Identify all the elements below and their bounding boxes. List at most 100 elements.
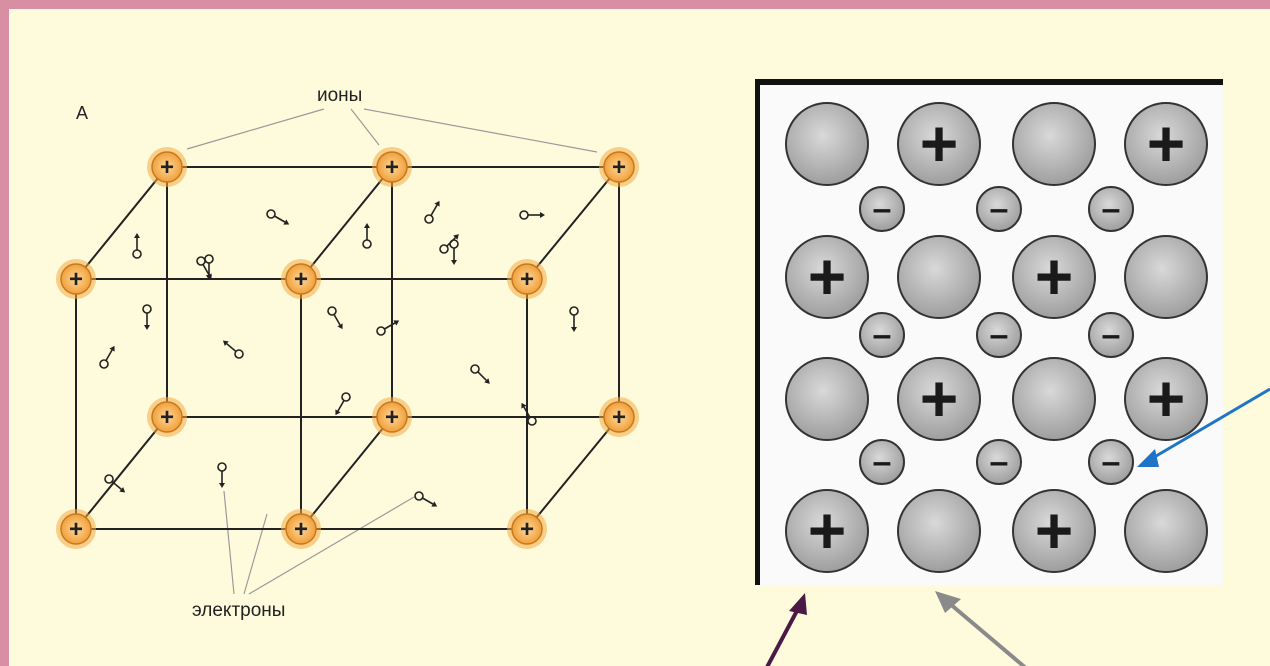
negative-ion-disc: – bbox=[1088, 186, 1134, 232]
blue-arrow bbox=[1150, 387, 1270, 461]
electron bbox=[519, 210, 545, 220]
positive-ion-disc: + bbox=[1124, 357, 1208, 441]
positive-ion: + bbox=[507, 509, 547, 549]
neutral-ion-disc bbox=[897, 489, 981, 573]
positive-ion: + bbox=[372, 397, 412, 437]
positive-ion: + bbox=[147, 397, 187, 437]
neutral-ion-disc bbox=[1012, 102, 1096, 186]
positive-ion-disc: + bbox=[1124, 102, 1208, 186]
free-electrons bbox=[99, 200, 579, 507]
electron bbox=[569, 306, 579, 332]
ionic-lattice-image: + + + + + + + + – – – – – – – – – bbox=[755, 79, 1223, 585]
positive-ion-disc: + bbox=[1012, 489, 1096, 573]
plus-sign: + bbox=[1147, 106, 1186, 180]
minus-sign: – bbox=[873, 316, 892, 354]
electron bbox=[521, 402, 537, 426]
minus-sign: – bbox=[1102, 316, 1121, 354]
large-ion-discs: + + + + + + + + bbox=[785, 102, 1208, 573]
electron bbox=[104, 474, 126, 493]
neutral-ion-disc bbox=[897, 235, 981, 319]
ion-sign: + bbox=[612, 404, 626, 431]
electron bbox=[222, 340, 244, 359]
negative-ion-disc: – bbox=[976, 312, 1022, 358]
electron bbox=[335, 392, 351, 416]
ion-sign: + bbox=[294, 516, 308, 543]
ionic-image-top-border bbox=[755, 79, 1223, 85]
electron bbox=[449, 239, 459, 265]
plus-sign: + bbox=[1035, 239, 1074, 313]
neutral-ion-disc bbox=[1124, 489, 1208, 573]
positive-ion: + bbox=[56, 259, 96, 299]
plus-sign: + bbox=[808, 239, 847, 313]
purple-arrow bbox=[765, 606, 801, 666]
lattice-edge bbox=[526, 416, 620, 530]
positive-ion: + bbox=[281, 259, 321, 299]
label-pointer-lines bbox=[186, 108, 598, 595]
panel-letter: А bbox=[76, 103, 88, 123]
minus-sign: – bbox=[1102, 190, 1121, 228]
lattice-edge bbox=[300, 166, 393, 280]
minus-sign: – bbox=[990, 443, 1009, 481]
positive-ion-disc: + bbox=[897, 102, 981, 186]
electron bbox=[362, 223, 372, 249]
electron bbox=[376, 320, 400, 336]
plus-sign: + bbox=[1147, 361, 1186, 435]
positive-ion: + bbox=[281, 509, 321, 549]
minus-sign: – bbox=[990, 190, 1009, 228]
positive-ion: + bbox=[147, 147, 187, 187]
plus-sign: + bbox=[920, 106, 959, 180]
gray-arrow-head bbox=[935, 591, 961, 613]
ions-label: ионы bbox=[317, 85, 362, 106]
slide-frame: А ионы электроны + + + + + + + + + + + + + + + + + + + + –… bbox=[9, 9, 1270, 666]
purple-arrow-head bbox=[789, 593, 807, 615]
electron bbox=[142, 304, 152, 330]
negative-ion-disc: – bbox=[859, 439, 905, 485]
ion-sign: + bbox=[160, 154, 174, 181]
ion-sign: + bbox=[160, 404, 174, 431]
negative-ion-disc: – bbox=[859, 312, 905, 358]
minus-sign: – bbox=[873, 443, 892, 481]
positive-ion-disc: + bbox=[897, 357, 981, 441]
plus-sign: + bbox=[808, 493, 847, 567]
ion-sign: + bbox=[69, 516, 83, 543]
metal-lattice-diagram: А ионы электроны + + + + + + + + + + + + bbox=[56, 85, 639, 621]
minus-sign: – bbox=[1102, 443, 1121, 481]
electron bbox=[204, 254, 214, 280]
neutral-ion-disc bbox=[785, 102, 869, 186]
ion-sign: + bbox=[294, 266, 308, 293]
neutral-ion-disc bbox=[1012, 357, 1096, 441]
positive-ion-disc: + bbox=[785, 489, 869, 573]
electron bbox=[470, 364, 490, 384]
lattice-edge bbox=[75, 416, 168, 530]
positive-ion: + bbox=[599, 147, 639, 187]
ion-sign: + bbox=[520, 266, 534, 293]
positive-ion: + bbox=[56, 509, 96, 549]
negative-ion-disc: – bbox=[1088, 439, 1134, 485]
positive-ion: + bbox=[507, 259, 547, 299]
lattice-edge bbox=[300, 416, 393, 530]
electron bbox=[327, 306, 343, 330]
ion-sign: + bbox=[385, 154, 399, 181]
ion-sign: + bbox=[520, 516, 534, 543]
diagram-canvas: А ионы электроны + + + + + + + + + + + + + + + + + + + + –… bbox=[56, 79, 1270, 666]
neutral-ion-disc bbox=[1124, 235, 1208, 319]
ion-sign: + bbox=[69, 266, 83, 293]
pointer-arrows bbox=[765, 387, 1270, 666]
negative-ion-disc: – bbox=[1088, 312, 1134, 358]
ion-sign: + bbox=[385, 404, 399, 431]
lattice-edges bbox=[75, 166, 620, 530]
neutral-ion-disc bbox=[785, 357, 869, 441]
electron bbox=[132, 233, 142, 259]
electrons-label: электроны bbox=[192, 600, 285, 621]
lattice-edge bbox=[75, 166, 168, 280]
positive-ion: + bbox=[372, 147, 412, 187]
lattice-edge bbox=[526, 166, 620, 280]
minus-sign: – bbox=[873, 190, 892, 228]
electron bbox=[424, 200, 440, 224]
minus-sign: – bbox=[990, 316, 1009, 354]
positive-ions: + + + + + + + + + + + + bbox=[56, 147, 639, 549]
gray-arrow bbox=[947, 601, 1027, 666]
negative-ion-disc: – bbox=[976, 186, 1022, 232]
plus-sign: + bbox=[920, 361, 959, 435]
ionic-image-left-border bbox=[755, 79, 760, 585]
